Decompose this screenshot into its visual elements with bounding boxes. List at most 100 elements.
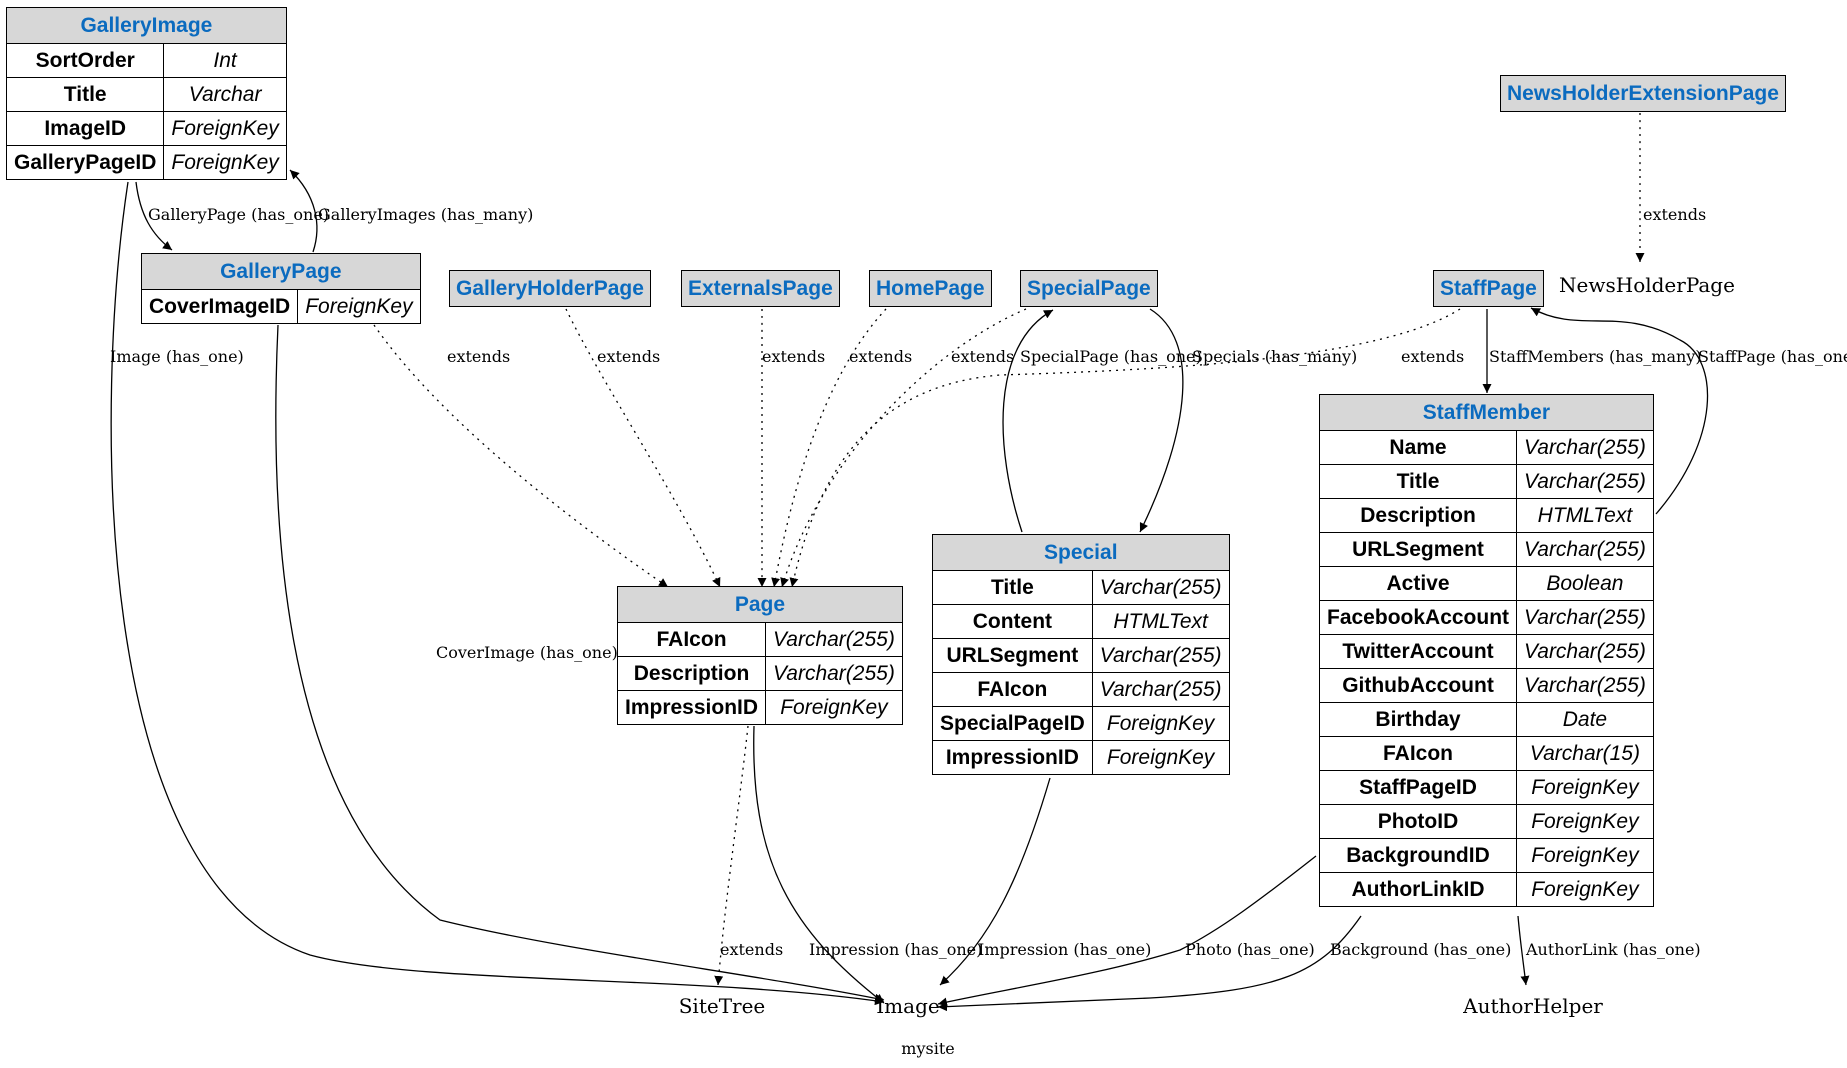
field-type: Varchar(255) — [1516, 464, 1654, 499]
field-name: CoverImageID — [140, 289, 299, 324]
edge-label: StaffMembers (has_many) — [1489, 347, 1702, 366]
field-name: FAIcon — [932, 672, 1093, 707]
edge-label: CoverImage (has_one) — [436, 643, 618, 662]
field-name: ImpressionID — [932, 740, 1093, 775]
edge-label: Impression (has_one) — [978, 940, 1151, 959]
edge-specialpage-page — [780, 308, 1027, 588]
field-type: Varchar(255) — [1516, 668, 1654, 703]
entity-title: GalleryPage — [141, 253, 421, 290]
edge-galleryimage-gallerypage — [135, 181, 173, 251]
entity-specialpage: SpecialPage — [1020, 270, 1158, 307]
field-type: Varchar(255) — [765, 622, 903, 657]
edge-staffmember-staffpage — [1530, 307, 1709, 515]
edge-label: extends — [1643, 205, 1706, 224]
edge-label: extends — [447, 347, 510, 366]
edge-gallerypage-page — [373, 324, 669, 588]
field-type: Varchar(255) — [1091, 638, 1230, 673]
edge-homepage-page — [771, 308, 887, 588]
field-name: Title — [1318, 464, 1518, 499]
edge-label: extends — [762, 347, 825, 366]
entity-title: SpecialPage — [1020, 270, 1158, 307]
field-name: ImpressionID — [616, 690, 767, 725]
entity-homepage: HomePage — [869, 270, 992, 307]
field-type: Varchar(255) — [1516, 532, 1654, 567]
field-type: ForeignKey — [1516, 838, 1654, 873]
edge-gallerypage-image — [275, 324, 885, 1003]
entity-title: GalleryImage — [6, 7, 287, 44]
field-type: ForeignKey — [297, 289, 421, 324]
edge-staffmember-authorhelper — [1517, 915, 1530, 986]
entity-externalspage: ExternalsPage — [681, 270, 840, 307]
field-name: Description — [616, 656, 767, 691]
field-name: TwitterAccount — [1318, 634, 1518, 669]
edge-gallerypage-galleryimages — [289, 169, 318, 253]
field-name: PhotoID — [1318, 804, 1518, 839]
edge-label: Image (has_one) — [110, 347, 244, 366]
field-name: Title — [932, 570, 1093, 605]
field-type: Varchar(255) — [1091, 570, 1230, 605]
edge-special-specialpage — [1002, 309, 1054, 533]
field-name: BackgroundID — [1318, 838, 1518, 873]
field-type: Boolean — [1516, 566, 1654, 601]
field-name: SpecialPageID — [932, 706, 1093, 741]
entity-title: GalleryHolderPage — [449, 270, 651, 307]
edge-label: extends — [1401, 347, 1464, 366]
edge-staffmember-image-photo — [937, 855, 1317, 1007]
edge-page-image-impression — [753, 725, 885, 1004]
edge-label: AuthorLink (has_one) — [1525, 940, 1701, 959]
field-name: Content — [932, 604, 1093, 639]
field-type: ForeignKey — [1091, 740, 1230, 775]
entity-newsholderextensionpage: NewsHolderExtensionPage — [1500, 75, 1786, 112]
field-type: Varchar(255) — [765, 656, 903, 691]
edge-label: GalleryPage (has_one) — [148, 205, 329, 224]
field-type: ForeignKey — [765, 690, 903, 725]
field-type: HTMLText — [1516, 498, 1654, 533]
field-type: ForeignKey — [1516, 770, 1654, 805]
field-name: AuthorLinkID — [1318, 872, 1518, 907]
edge-label: SpecialPage (has_one) — [1020, 347, 1202, 366]
field-name: Name — [1318, 430, 1518, 465]
edge-label: extends — [849, 347, 912, 366]
edge-galleryimage-image — [110, 181, 885, 1006]
edge-special-image-impression — [939, 777, 1051, 986]
entity-title: HomePage — [869, 270, 992, 307]
node-sitetree: SiteTree — [679, 994, 766, 1018]
field-name: ImageID — [5, 111, 165, 146]
edge-specialpage-special — [1139, 308, 1184, 533]
field-type: Varchar(15) — [1516, 736, 1654, 771]
entity-galleryholderpage: GalleryHolderPage — [449, 270, 651, 307]
field-name: URLSegment — [932, 638, 1093, 673]
field-type: Int — [163, 43, 287, 78]
graph-caption: mysite — [901, 1039, 954, 1058]
node-authorhelper: AuthorHelper — [1462, 994, 1603, 1018]
field-name: SortOrder — [5, 43, 165, 78]
edge-label: extends — [951, 347, 1014, 366]
field-name: Active — [1318, 566, 1518, 601]
field-type: ForeignKey — [1091, 706, 1230, 741]
edge-label: GalleryImages (has_many) — [318, 205, 533, 224]
entity-title: StaffMember — [1319, 394, 1654, 431]
entity-staffpage: StaffPage — [1433, 270, 1544, 307]
edge-label: Specials (has_many) — [1192, 347, 1357, 366]
edge-label: Photo (has_one) — [1185, 940, 1315, 959]
